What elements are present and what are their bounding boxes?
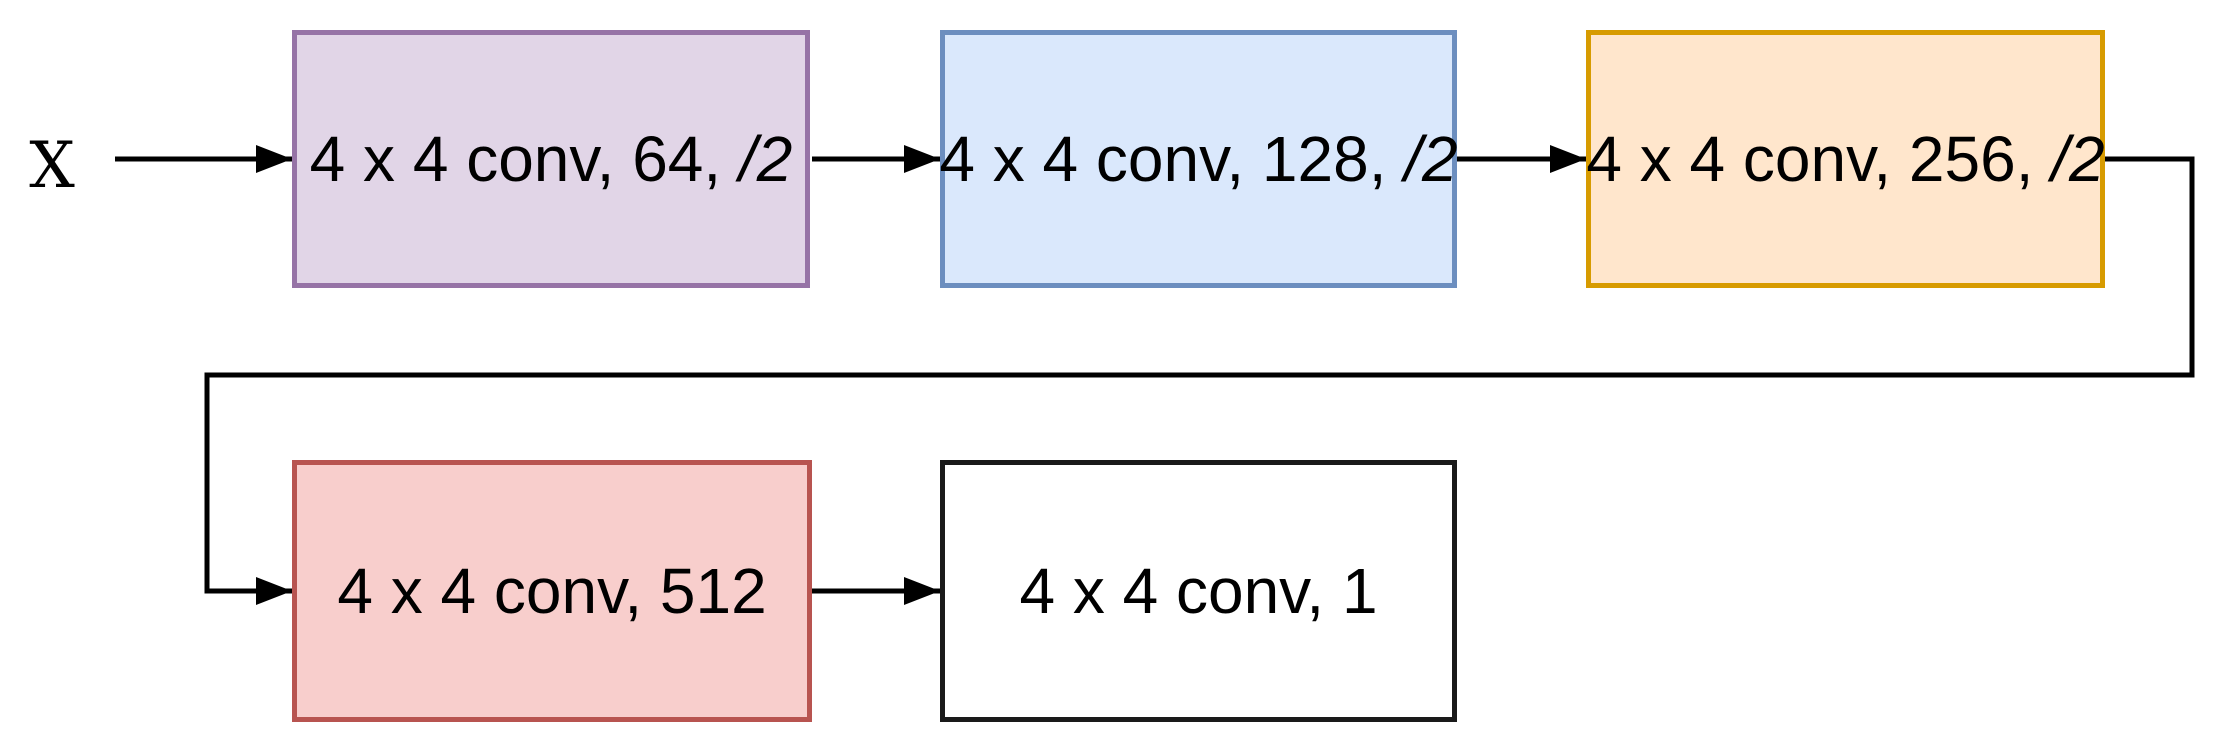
node-conv-64-label: 4 x 4 conv, 64, /2 [309, 123, 793, 195]
edge-conv256-to-conv512 [204, 156, 2195, 605]
input-label-x: X [29, 129, 75, 203]
node-conv-128-label: 4 x 4 conv, 128, /2 [939, 123, 1458, 195]
node-conv-256-label: 4 x 4 conv, 256, /2 [1586, 123, 2105, 195]
node-conv-1-label: 4 x 4 conv, 1 [1019, 555, 1378, 627]
node-conv-1: 4 x 4 conv, 1 [940, 460, 1457, 722]
node-conv-128: 4 x 4 conv, 128, /2 [939, 30, 1458, 288]
node-conv-256: 4 x 4 conv, 256, /2 [1586, 30, 2105, 288]
node-conv-64: 4 x 4 conv, 64, /2 [292, 30, 810, 288]
node-conv-512: 4 x 4 conv, 512 [292, 460, 812, 722]
node-conv-512-label: 4 x 4 conv, 512 [337, 555, 767, 627]
